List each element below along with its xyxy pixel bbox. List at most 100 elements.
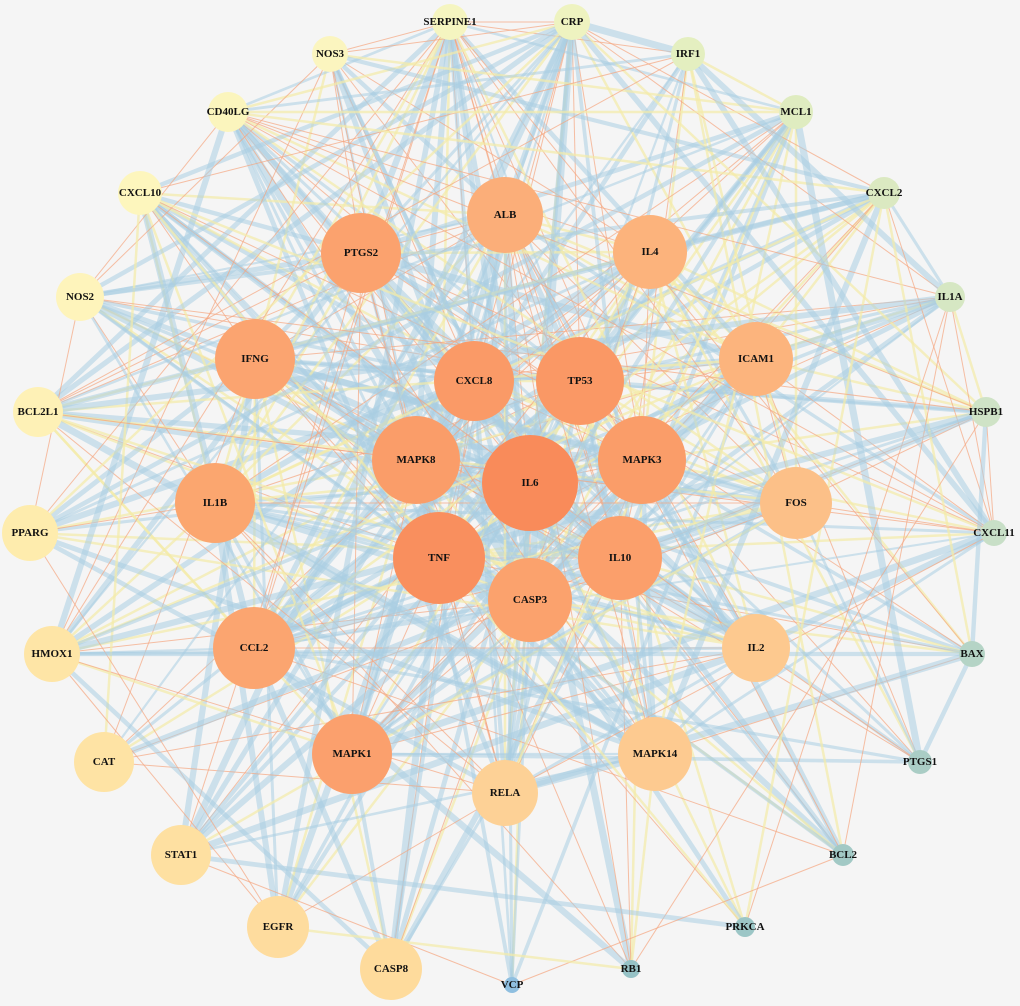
- node-rela[interactable]: RELA: [472, 760, 538, 826]
- node-circle[interactable]: [24, 626, 80, 682]
- node-circle[interactable]: [215, 319, 295, 399]
- node-circle[interactable]: [935, 282, 965, 312]
- node-bax[interactable]: BAX: [959, 641, 985, 667]
- node-ptgs2[interactable]: PTGS2: [321, 213, 401, 293]
- node-circle[interactable]: [735, 917, 755, 937]
- node-ifng[interactable]: IFNG: [215, 319, 295, 399]
- node-tnf[interactable]: TNF: [393, 512, 485, 604]
- node-ptgs1[interactable]: PTGS1: [903, 750, 937, 774]
- node-bcl2l1[interactable]: BCL2L1: [13, 387, 63, 437]
- node-cxcl11[interactable]: CXCL11: [973, 520, 1015, 546]
- node-circle[interactable]: [312, 36, 348, 72]
- node-circle[interactable]: [671, 37, 705, 71]
- node-circle[interactable]: [360, 938, 422, 1000]
- node-circle[interactable]: [472, 760, 538, 826]
- node-circle[interactable]: [151, 825, 211, 885]
- edge-MAPK1-HMOX1: [51, 652, 353, 756]
- node-il1a[interactable]: IL1A: [935, 282, 965, 312]
- node-mcl1[interactable]: MCL1: [779, 95, 813, 129]
- node-il6[interactable]: IL6: [482, 435, 578, 531]
- node-mapk14[interactable]: MAPK14: [618, 717, 692, 791]
- node-cxcl10[interactable]: CXCL10: [118, 171, 162, 215]
- node-tp53[interactable]: TP53: [536, 337, 624, 425]
- node-cxcl2[interactable]: CXCL2: [866, 177, 903, 209]
- node-circle[interactable]: [467, 177, 543, 253]
- edge-MAPK14-MCL1: [653, 111, 798, 755]
- node-circle[interactable]: [312, 714, 392, 794]
- node-circle[interactable]: [722, 614, 790, 682]
- node-casp3[interactable]: CASP3: [488, 558, 572, 642]
- node-circle[interactable]: [719, 322, 793, 396]
- node-circle[interactable]: [613, 215, 687, 289]
- node-circle[interactable]: [908, 750, 932, 774]
- node-circle[interactable]: [832, 844, 854, 866]
- node-icam1[interactable]: ICAM1: [719, 322, 793, 396]
- node-il10[interactable]: IL10: [578, 516, 662, 600]
- node-cd40lg[interactable]: CD40LG: [207, 92, 250, 132]
- edge-IL1B-RB1: [214, 502, 632, 970]
- node-mapk3[interactable]: MAPK3: [598, 416, 686, 504]
- node-circle[interactable]: [432, 4, 468, 40]
- node-alb[interactable]: ALB: [467, 177, 543, 253]
- node-cxcl8[interactable]: CXCL8: [434, 341, 514, 421]
- node-circle[interactable]: [434, 341, 514, 421]
- node-prkca[interactable]: PRKCA: [725, 917, 765, 937]
- node-ccl2[interactable]: CCL2: [213, 607, 295, 689]
- node-circle[interactable]: [372, 416, 460, 504]
- node-serpine1[interactable]: SERPINE1: [423, 4, 477, 40]
- node-label: HMOX1: [32, 648, 73, 660]
- node-rb1[interactable]: RB1: [621, 960, 642, 978]
- node-circle[interactable]: [247, 896, 309, 958]
- node-il2[interactable]: IL2: [722, 614, 790, 682]
- node-circle[interactable]: [536, 337, 624, 425]
- node-hmox1[interactable]: HMOX1: [24, 626, 80, 682]
- node-bcl2[interactable]: BCL2: [829, 844, 858, 866]
- edge-CASP3-CASP8: [389, 599, 532, 970]
- node-circle[interactable]: [488, 558, 572, 642]
- node-circle[interactable]: [504, 977, 520, 993]
- node-egfr[interactable]: EGFR: [247, 896, 309, 958]
- node-circle[interactable]: [760, 467, 832, 539]
- node-cat[interactable]: CAT: [74, 732, 134, 792]
- node-circle[interactable]: [213, 607, 295, 689]
- node-nos3[interactable]: NOS3: [312, 36, 348, 72]
- node-circle[interactable]: [971, 397, 1001, 427]
- node-circle[interactable]: [868, 177, 900, 209]
- node-vcp[interactable]: VCP: [501, 977, 524, 993]
- node-mapk1[interactable]: MAPK1: [312, 714, 392, 794]
- node-circle[interactable]: [175, 463, 255, 543]
- node-circle[interactable]: [321, 213, 401, 293]
- node-crp[interactable]: CRP: [554, 4, 590, 40]
- node-il1b[interactable]: IL1B: [175, 463, 255, 543]
- node-irf1[interactable]: IRF1: [671, 37, 705, 71]
- node-circle[interactable]: [118, 171, 162, 215]
- node-label: IRF1: [676, 48, 700, 60]
- node-circle[interactable]: [779, 95, 813, 129]
- node-circle[interactable]: [74, 732, 134, 792]
- node-circle[interactable]: [2, 505, 58, 561]
- node-circle[interactable]: [56, 273, 104, 321]
- node-circle[interactable]: [13, 387, 63, 437]
- node-hspb1[interactable]: HSPB1: [969, 397, 1003, 427]
- node-circle[interactable]: [578, 516, 662, 600]
- node-circle[interactable]: [393, 512, 485, 604]
- node-circle[interactable]: [618, 717, 692, 791]
- edge-MCL1-PPARG: [28, 109, 798, 536]
- node-circle[interactable]: [554, 4, 590, 40]
- node-nos2[interactable]: NOS2: [56, 273, 104, 321]
- node-circle[interactable]: [598, 416, 686, 504]
- node-pparg[interactable]: PPARG: [2, 505, 58, 561]
- node-circle[interactable]: [482, 435, 578, 531]
- node-mapk8[interactable]: MAPK8: [372, 416, 460, 504]
- node-circle[interactable]: [208, 92, 248, 132]
- node-casp8[interactable]: CASP8: [360, 938, 422, 1000]
- node-circle[interactable]: [981, 520, 1007, 546]
- edge-PTGS2-MCL1: [360, 109, 797, 256]
- node-circle[interactable]: [622, 960, 640, 978]
- node-il4[interactable]: IL4: [613, 215, 687, 289]
- node-circle[interactable]: [959, 641, 985, 667]
- node-label: SERPINE1: [423, 16, 476, 28]
- node-stat1[interactable]: STAT1: [151, 825, 211, 885]
- node-fos[interactable]: FOS: [760, 467, 832, 539]
